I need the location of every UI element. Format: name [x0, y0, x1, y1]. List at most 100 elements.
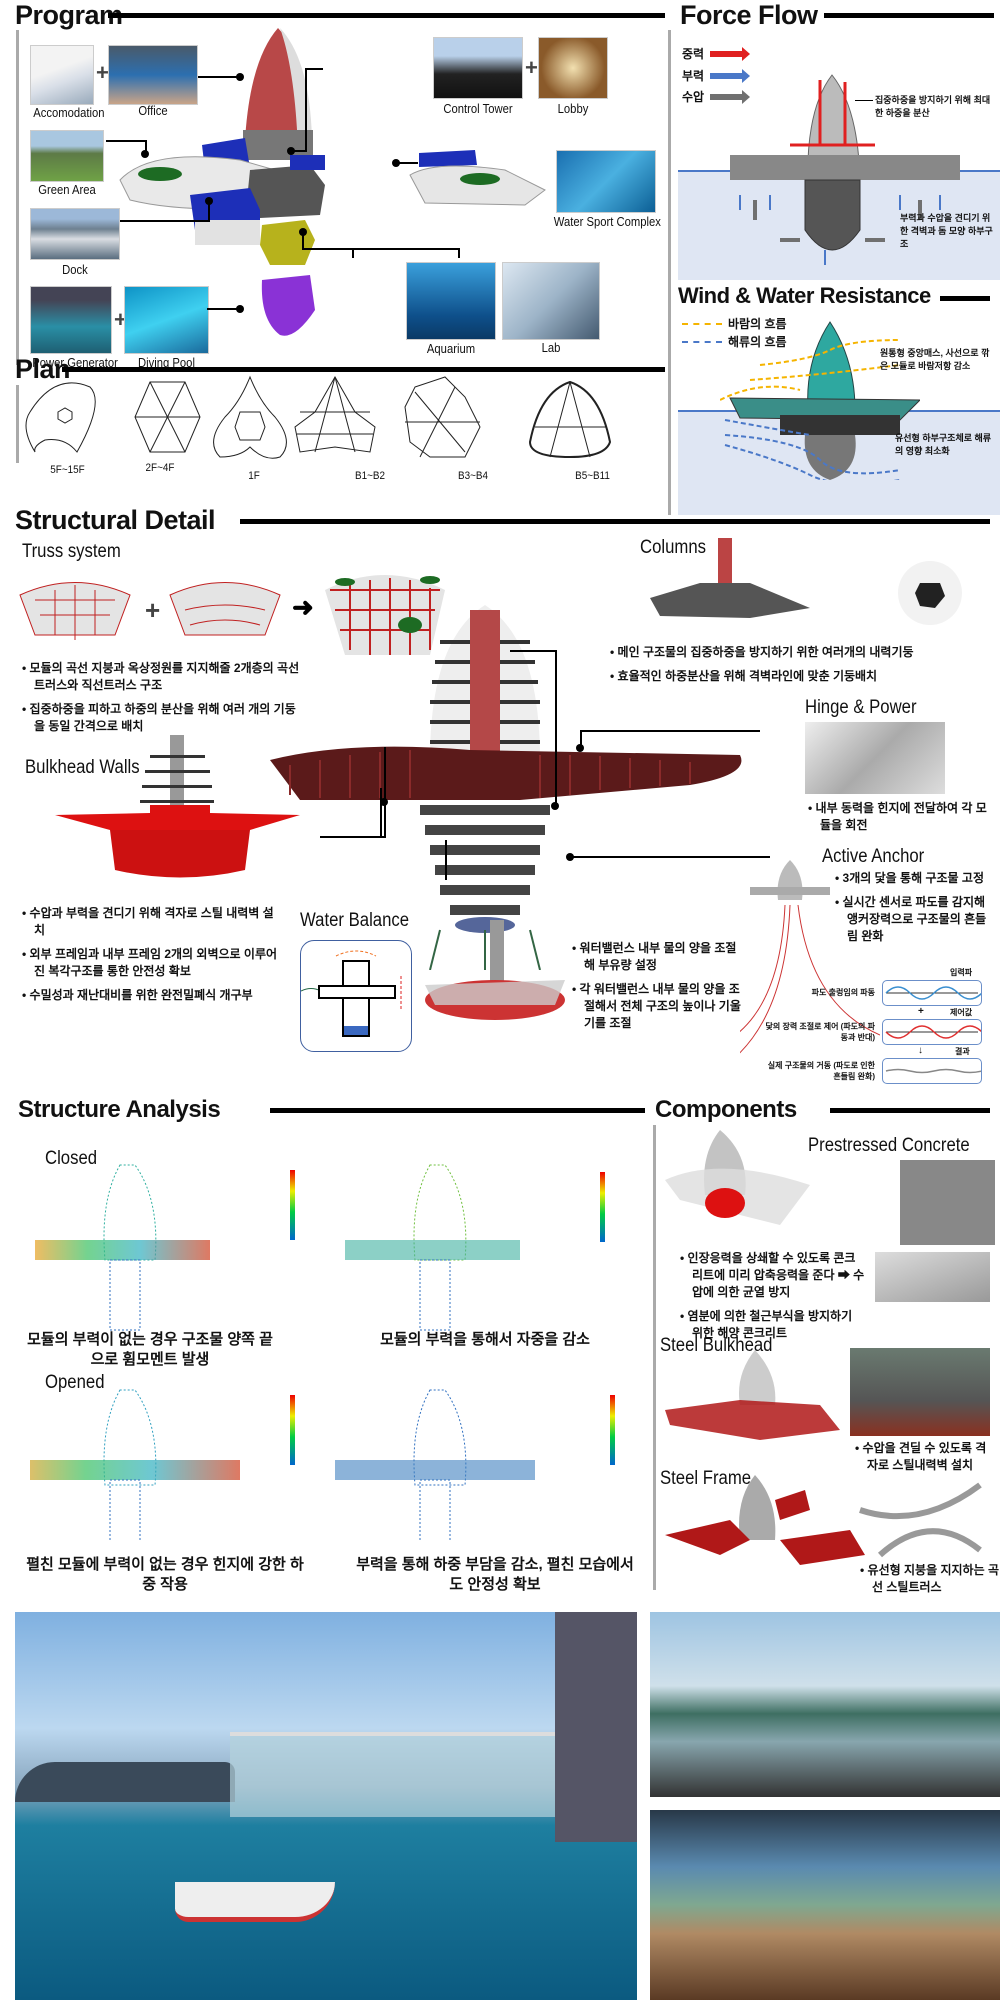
plus-sign: + [145, 595, 161, 625]
plus-sign: + [918, 1006, 924, 1017]
observation-render [650, 1612, 1000, 1797]
chart-label: 파도 출렁임의 파동 [811, 988, 875, 997]
divider [824, 13, 994, 18]
prestressed-bullets: 인장응력을 상쇄할 수 있도록 콘크리트에 미리 압축응력을 준다 ➡ 수압에 … [680, 1250, 865, 1349]
wave-chart-control [882, 1019, 982, 1045]
plus-sign: + [114, 307, 127, 332]
prestressed-title: Prestressed Concrete [808, 1135, 970, 1156]
plus-sign: + [525, 55, 538, 80]
force-note-top: 집중하중을 방지하기 위해 최대한 하중을 분산 [875, 95, 991, 118]
legend-buoyancy: 부력 [682, 67, 751, 84]
steel-frame-bullets: 유선형 지붕을 지지하는 곡선 스틸트러스 [860, 1562, 1000, 1603]
divider [668, 30, 671, 515]
plan-label: 5F~15F [50, 464, 85, 476]
dashed-arrow-icon [682, 340, 722, 343]
force-flow-section [730, 74, 960, 265]
chart-tag: 입력파 [950, 968, 973, 977]
plan-drawings [25, 375, 612, 459]
legend-water-pressure: 수압 [682, 88, 751, 105]
chart-label: 실제 구조물의 거동 (파도로 인한 흔들림 완화) [767, 1061, 875, 1081]
steel-frame-title: Steel Frame [660, 1468, 752, 1489]
down-arrow-icon: ↓ [918, 1045, 923, 1056]
label-dock: Dock [62, 263, 88, 277]
wind-note-top: 원통형 중앙매스, 사선으로 깎은 모듈로 바람저항 감소 [880, 348, 990, 371]
label-aquarium: Aquarium [426, 342, 476, 356]
structure-analysis-title: Structure Analysis [18, 1096, 221, 1123]
caption: 펼친 모듈에 부력이 없는 경우 힌지에 강한 하중 작용 [26, 1556, 304, 1593]
label-accomodation: Accomodation [33, 106, 105, 120]
components-title: Components [655, 1096, 797, 1123]
opened-title: Opened [45, 1372, 105, 1393]
water-balance-title: Water Balance [300, 910, 410, 931]
plan-b3-b4 [404, 376, 481, 458]
purple-module [261, 275, 315, 336]
gray-arrow-icon [710, 89, 751, 104]
plan-2f-4f [134, 381, 201, 453]
blue-arrow-icon [710, 68, 751, 83]
control-tower-photo [433, 37, 523, 99]
columns-title: Columns [640, 537, 706, 558]
label-control-tower: Control Tower [443, 102, 513, 116]
divider [940, 296, 990, 301]
bulkhead-bullets: 수압과 부력을 견디기 위해 격자로 스틸 내력벽 설치외부 프레임과 내부 프… [22, 905, 282, 1011]
chart-tag: 결과 [955, 1047, 970, 1056]
plan-label: B1~B2 [354, 470, 386, 482]
label-lobby: Lobby [557, 102, 589, 116]
green-area-photo [30, 130, 104, 182]
divider [108, 13, 665, 18]
truss-bullets: 모듈의 곡선 지붕과 옥상정원를 지지해줄 2개층의 곡선트러스와 직선트러스 … [22, 660, 302, 742]
dashed-arrow-icon [682, 322, 722, 325]
truss-deck [270, 746, 742, 800]
divider [240, 519, 990, 524]
plan-b5-b11 [528, 380, 612, 459]
bulkhead-model [55, 735, 300, 878]
aquarium-photo [406, 262, 496, 340]
water-sport-module [409, 150, 546, 206]
plan-1f [213, 375, 287, 459]
water-balance-bullets: 워터밸런스 내부 물의 양을 조절해 부유량 설정각 워터밸런스 내부 물의 양… [572, 940, 742, 1039]
plan-label: B3~B4 [457, 470, 489, 482]
program-model [119, 28, 325, 336]
lobby-photo [538, 37, 608, 99]
divider [16, 30, 19, 365]
steel-bulkhead-model [665, 1350, 840, 1440]
arrow-right-icon: ➜ [292, 592, 314, 622]
legend-gravity: 중력 [682, 45, 751, 62]
hinge-bullets: 내부 동력을 힌지에 전달하여 각 모듈을 회전 [808, 800, 996, 841]
fea-opened-buoyancy [335, 1389, 615, 1540]
closed-title: Closed [45, 1148, 98, 1169]
label-diving-pool: Diving Pool [138, 356, 195, 370]
label-water-sport: Water Sport Complex [553, 215, 661, 229]
steel-bulkhead-photo [850, 1348, 990, 1436]
label-office: Office [138, 104, 168, 118]
concrete-beam-image [875, 1252, 990, 1302]
caption: 부력을 통해 하중 부담을 감소, 펼친 모습에서도 안정성 확보 [356, 1556, 634, 1593]
divider [653, 1125, 656, 1590]
prestressed-model [665, 1130, 995, 1245]
fea-opened-no-buoyancy [30, 1389, 295, 1540]
water-sport-photo [556, 150, 656, 213]
main-structure-model [270, 605, 742, 970]
water-note-bottom: 유선형 하부구조체로 해류의 영향 최소화 [895, 433, 992, 456]
plan-label: 1F [248, 470, 260, 482]
fea-closed-buoyancy [345, 1164, 605, 1331]
anchor-bullets: 3개의 닻을 통해 구조물 고정실시간 센서로 파도를 감지해 앵커장력으로 구… [835, 870, 997, 952]
accomodation-photo [30, 45, 94, 105]
legend-current: 해류의 흐름 [682, 333, 787, 350]
divider [16, 385, 19, 463]
bulkhead-title: Bulkhead Walls [25, 757, 140, 778]
truss-diagrams [19, 582, 281, 640]
core-mass [248, 165, 325, 218]
plan-label: 2F~4F [145, 462, 175, 474]
plus-sign: + [96, 60, 109, 85]
force-flow-title: Force Flow [680, 0, 818, 30]
diving-pool-photo [124, 286, 209, 354]
caption: 모듈의 부력이 없는 경우 구조물 양쪽 끝으로 휨모멘트 발생 [27, 1331, 273, 1368]
structural-detail-title: Structural Detail [15, 505, 216, 535]
hinge-image [805, 722, 945, 794]
water-balance-model [425, 920, 565, 1020]
deck-render [650, 1810, 1000, 2000]
power-generator-photo [30, 286, 112, 354]
plan-label: B5~B11 [575, 470, 610, 482]
yellow-module [260, 220, 315, 265]
